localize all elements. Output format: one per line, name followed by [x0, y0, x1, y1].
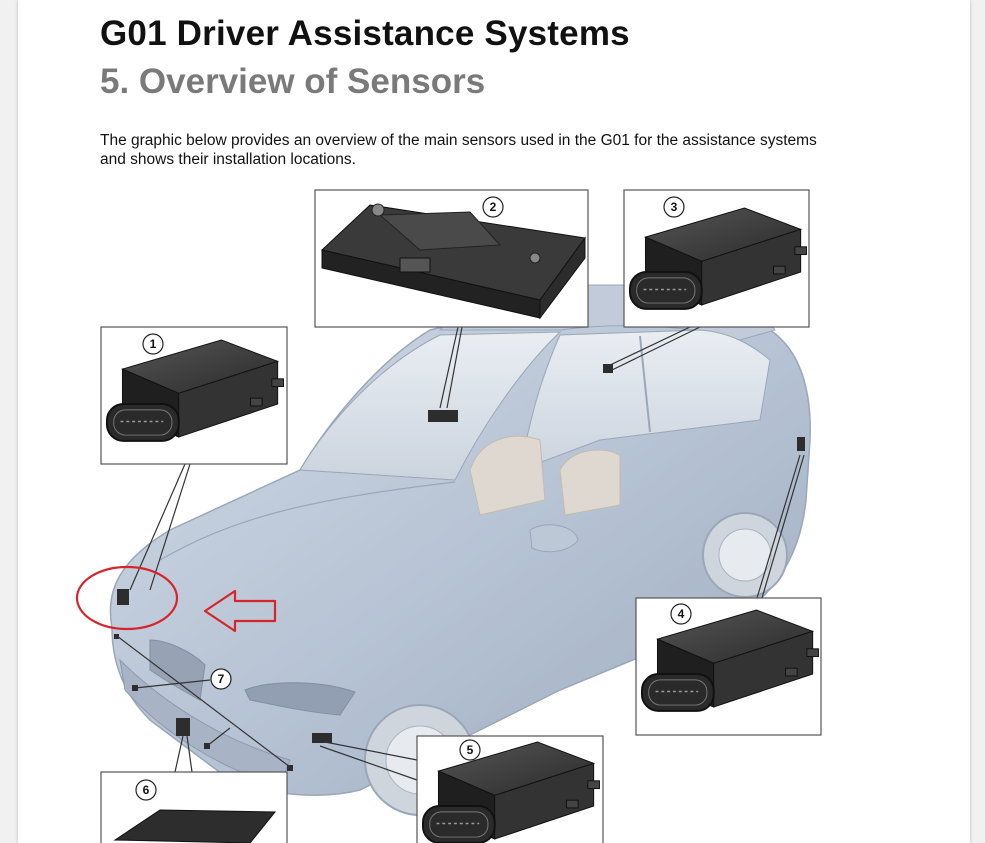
callout-number-6: 6 — [143, 783, 150, 797]
sensor-mark-6 — [176, 718, 190, 736]
callout-number-2: 2 — [490, 200, 497, 214]
sensor-mark-1 — [117, 589, 129, 605]
callout-number-7: 7 — [218, 672, 225, 686]
sensor-mark-5 — [312, 733, 332, 743]
sensor-mark-2 — [428, 410, 458, 422]
callout-box-3: 3 — [624, 190, 809, 327]
callout-number-1: 1 — [150, 337, 157, 351]
callout-box-6: 6 — [101, 772, 287, 843]
callout-box-5: 5 — [417, 736, 603, 843]
callout-number-3: 3 — [671, 200, 678, 214]
callout-number-4: 4 — [678, 607, 685, 621]
callout-number-5: 5 — [467, 743, 474, 757]
callout-box-2: 2 — [315, 190, 588, 327]
callout-box-4: 4 — [636, 598, 821, 735]
callout-box-1: 1 — [101, 327, 287, 464]
sensor-mark-4 — [797, 437, 805, 451]
